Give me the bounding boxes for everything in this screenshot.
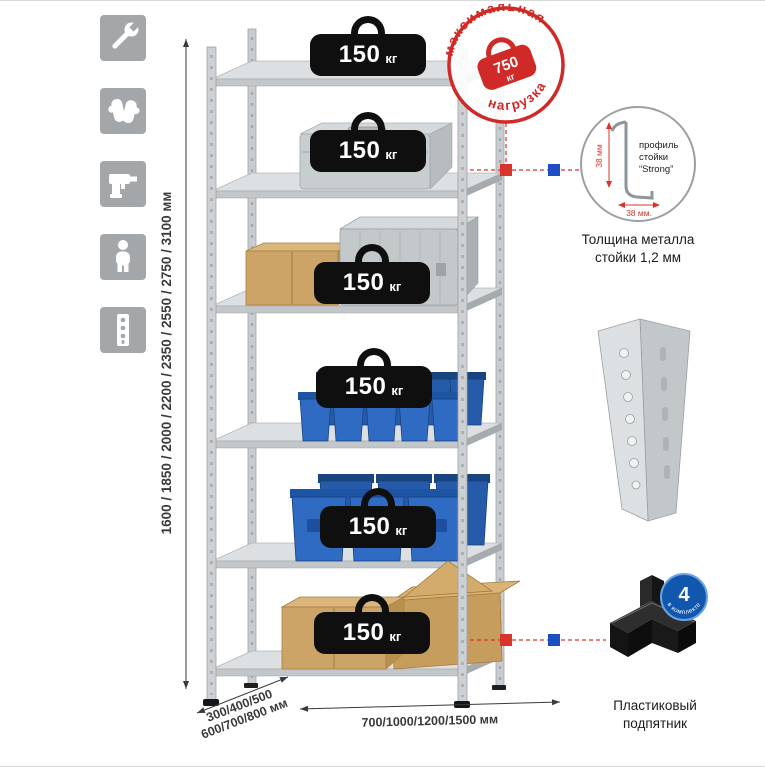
blue-marker-square <box>548 164 560 176</box>
profile-vertical-dim: 38 мм <box>594 144 604 168</box>
rack-post-icon <box>100 307 146 353</box>
shelf-load-badge: 150 кг <box>310 112 426 172</box>
profile-caption: Толщина металла стойки 1,2 мм <box>553 231 723 266</box>
weight-body <box>477 44 537 90</box>
weight-handle <box>486 37 517 59</box>
foot-count-value: 4 <box>678 584 690 606</box>
load-unit: кг <box>391 383 404 398</box>
weight-handle <box>355 244 389 265</box>
profile-text-line3: “Strong” <box>639 164 673 175</box>
wrench-icon <box>100 15 146 61</box>
foot-caption-line1: Пластиковый <box>613 698 697 713</box>
red-marker-square <box>500 634 512 646</box>
profile-text-line2: стойки <box>639 152 668 163</box>
weight-handle <box>361 488 395 509</box>
load-value: 150 <box>348 513 391 540</box>
foot-caption: Пластиковый подпятник <box>570 697 740 732</box>
person-icon <box>100 234 146 280</box>
shelf-load-badge: 150 кг <box>310 16 426 76</box>
load-unit: кг <box>389 629 402 644</box>
profile-text-line1: профиль <box>639 140 678 151</box>
weight-handle <box>351 112 385 133</box>
profile-callout-circle: 38 мм 38 мм. профиль стойки “Strong” <box>580 106 696 222</box>
load-unit: кг <box>395 523 408 538</box>
weight-handle <box>355 594 389 615</box>
gloves-icon <box>100 88 146 134</box>
max-load-stamp: максимальная нагрузка 750 кг <box>436 1 565 124</box>
profile-caption-line2: стойки 1,2 мм <box>594 249 682 265</box>
angle-post-illustration <box>597 318 691 522</box>
post-profile-drawing <box>610 120 654 200</box>
blue-marker-square <box>548 634 560 646</box>
profile-caption-line1: Толщина металла <box>581 232 695 247</box>
load-unit: кг <box>385 147 398 162</box>
plastic-foot-illustration <box>610 575 696 657</box>
load-unit: кг <box>385 51 398 66</box>
shelf-load-badge: 150 кг <box>320 488 436 548</box>
foot-callout-line <box>470 634 606 646</box>
weight-handle <box>351 16 385 37</box>
red-marker-square <box>500 164 512 176</box>
foot-count-badge: 4 в комплекте <box>660 573 708 621</box>
profile-horizontal-dim: 38 мм. <box>626 208 652 218</box>
drill-icon <box>100 161 146 207</box>
load-value: 150 <box>342 619 385 646</box>
height-dimension: 1600 / 1850 / 2000 / 2200 / 2350 / 2550 … <box>159 39 189 689</box>
load-value: 150 <box>338 41 381 68</box>
shelf-load-badge: 150 кг <box>314 244 430 304</box>
load-value: 150 <box>338 137 381 164</box>
width-dimension-label: 700/1000/1200/1500 мм <box>361 712 498 730</box>
profile-callout-line <box>470 123 586 176</box>
load-value: 150 <box>342 269 385 296</box>
width-dimension: 700/1000/1200/1500 мм <box>299 699 561 730</box>
load-unit: кг <box>389 279 402 294</box>
foot-caption-line2: подпятник <box>622 715 688 731</box>
shelf-load-badge: 150 кг <box>316 348 432 408</box>
height-dimension-label: 1600 / 1850 / 2000 / 2200 / 2350 / 2550 … <box>159 192 174 535</box>
load-value: 150 <box>344 373 387 400</box>
shelf-load-badge: 150 кг <box>314 594 430 654</box>
weight-handle <box>357 348 391 369</box>
stamp-load-unit: кг <box>505 71 516 83</box>
